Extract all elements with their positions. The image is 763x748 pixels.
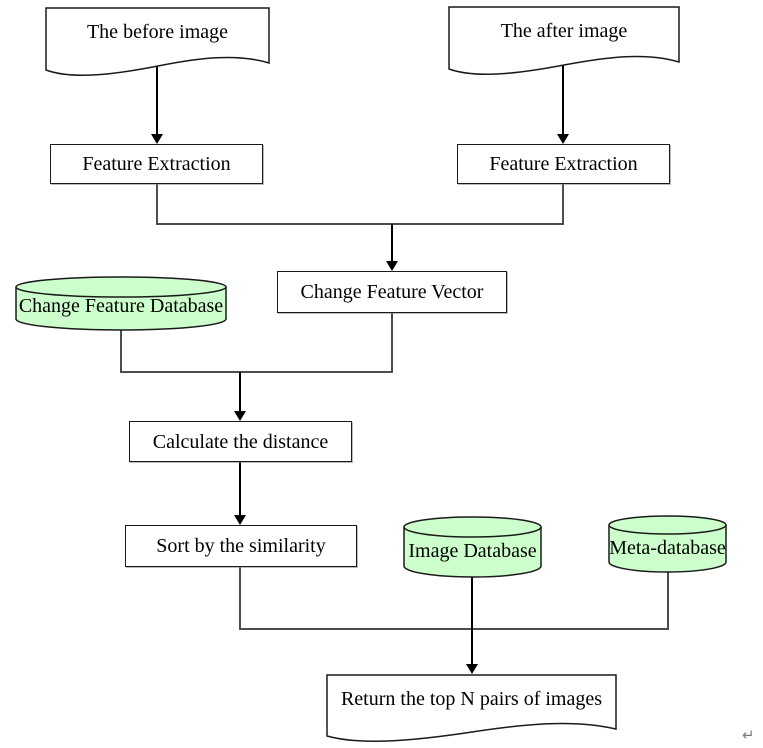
connector-to-return — [471, 576, 473, 665]
document-shape — [326, 674, 617, 742]
node-calculate-distance: Calculate the distance — [129, 421, 352, 462]
node-label: Change Feature Vector — [300, 281, 484, 303]
node-label-after-image: The after image — [500, 20, 628, 42]
arrowhead-icon — [151, 134, 163, 144]
node-return-top-n — [326, 674, 617, 742]
node-label: Feature Extraction — [82, 153, 231, 175]
connector-merge-horizontal-bottom — [239, 628, 669, 630]
connector-change-db-down — [120, 328, 122, 373]
node-change-feature-vector: Change Feature Vector — [277, 271, 507, 313]
node-label: Sort by the similarity — [156, 535, 326, 557]
connector-before-to-feature-left — [156, 64, 158, 136]
node-label: Feature Extraction — [489, 153, 638, 175]
arrowhead-icon — [234, 411, 246, 421]
document-shape — [45, 7, 270, 76]
node-change-feature-database — [15, 276, 227, 331]
connector-merge-horizontal-mid — [120, 371, 393, 373]
connector-sort-down — [239, 567, 241, 630]
node-label-before-image: The before image — [86, 21, 229, 43]
cylinder-top — [15, 276, 227, 298]
node-after-image — [448, 6, 680, 75]
arrowhead-icon — [386, 261, 398, 271]
node-meta-database — [608, 515, 727, 573]
node-image-database — [403, 516, 542, 578]
node-label-return-top-n: Return the top N pairs of images — [340, 688, 603, 710]
node-label-image-database: Image Database — [408, 540, 537, 562]
node-feature-extraction-left: Feature Extraction — [50, 144, 263, 184]
connector-meta-db-down — [667, 570, 669, 630]
node-feature-extraction-right: Feature Extraction — [457, 144, 670, 184]
arrowhead-icon — [234, 515, 246, 525]
paragraph-mark: ↵ — [742, 727, 755, 744]
cylinder-body — [403, 527, 542, 578]
connector-calculate-to-sort — [239, 462, 241, 516]
node-label: Calculate the distance — [152, 430, 329, 453]
node-before-image — [45, 7, 270, 76]
cylinder-body — [15, 287, 227, 331]
arrowhead-icon — [466, 664, 478, 674]
arrowhead-icon — [557, 134, 569, 144]
node-label-change-feature-database: Change Feature Database — [18, 295, 224, 317]
cylinder-top — [403, 516, 542, 538]
connector-feature-right-down — [562, 184, 564, 225]
connector-merge-horizontal-top — [156, 223, 564, 225]
connector-after-to-feature-right — [562, 64, 564, 136]
node-sort-similarity: Sort by the similarity — [125, 525, 357, 567]
connector-feature-left-down — [156, 184, 158, 225]
connector-to-change-vector — [391, 224, 393, 262]
cylinder-body — [608, 525, 727, 573]
node-label-meta-database: Meta-database — [609, 536, 726, 559]
connector-change-vector-down — [391, 312, 393, 373]
connector-to-calculate — [239, 372, 241, 412]
cylinder-top — [608, 515, 727, 535]
document-shape — [448, 6, 680, 75]
